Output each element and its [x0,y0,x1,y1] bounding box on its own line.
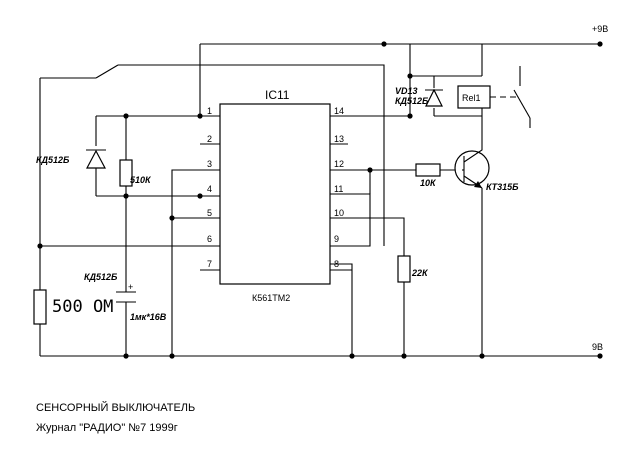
ic-pin-1: 1 [207,106,212,116]
caption-source: Журнал "РАДИО" №7 1999г [36,422,178,434]
ic-pin-13: 13 [334,134,344,144]
diode-vd13: VD13 КД512Б [395,86,443,108]
diode-vd13-name: VD13 [395,86,418,96]
capacitor-label: 1мк*16В [130,312,167,322]
ic-pin-2: 2 [207,134,212,144]
resistor-10k-label: 10К [420,178,437,188]
caption-title: СЕНСОРНЫЙ ВЫКЛЮЧАТЕЛЬ [36,402,196,414]
ic-pin-8: 8 [334,259,339,269]
ic-pin-5: 5 [207,208,212,218]
ic-pin-11: 11 [334,184,343,194]
svg-text:+: + [128,282,133,292]
ic-pin-4: 4 [207,184,212,194]
resistor-510k: 510К [119,159,152,187]
diode-left: КД512Б [36,146,106,169]
ic-designator: IC11 [265,88,290,102]
transistor: КТ315Б [454,146,519,192]
junctions [37,41,603,359]
ic-pin-7: 7 [207,259,212,269]
sensor-resistor: 500 ОМ [33,289,113,325]
resistor-22k: 22К [397,255,429,283]
switch-symbol [95,64,119,79]
diode-bottom-label: КД512Б [84,272,118,282]
supply-negative-label: 9В [592,342,603,352]
ic-pin-3: 3 [207,159,212,169]
transistor-label: КТ315Б [486,182,519,192]
ic-pin-14: 14 [334,106,344,116]
ic-pin-6: 6 [207,234,212,244]
relay-label: Rel1 [462,93,481,103]
ic-part-number: К561ТМ2 [252,293,290,303]
ic-chip: IC11 К561ТМ2 1 2 3 4 5 6 7 14 13 12 11 1… [200,88,352,303]
diode-vd13-part: КД512Б [395,96,429,106]
relay: Rel1 [457,66,531,128]
supply-positive-label: +9В [592,24,608,34]
resistor-10k: 10К [415,163,441,188]
diode-left-label: КД512Б [36,155,70,165]
ic-pin-10: 10 [334,208,344,218]
capacitor: + 1мк*16В [116,282,167,322]
ic-pin-9: 9 [334,234,339,244]
ic-pin-12: 12 [334,159,344,169]
resistor-22k-label: 22К [411,268,429,278]
resistor-510k-label: 510К [130,175,152,185]
sensor-label: 500 ОМ [52,297,113,317]
